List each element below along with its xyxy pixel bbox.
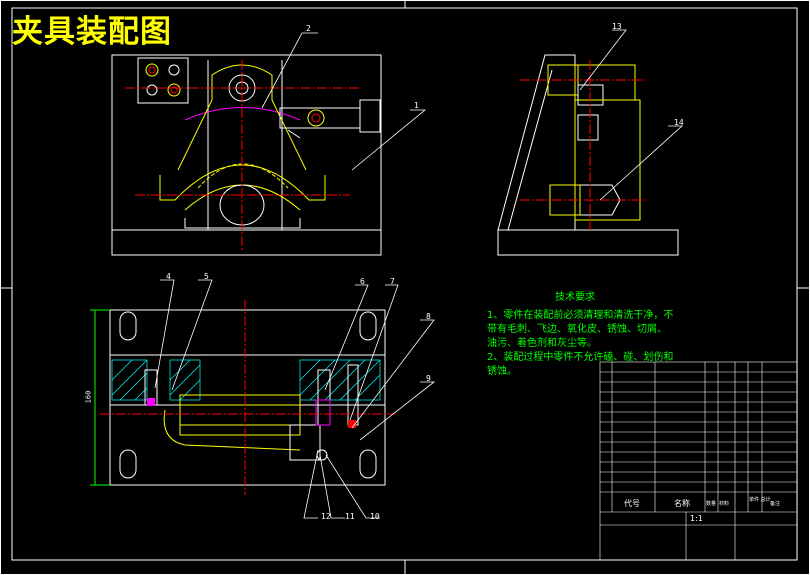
plan-view — [90, 300, 395, 495]
table-header-material: 材料 — [719, 501, 730, 507]
table-header-name: 名称 — [674, 499, 690, 508]
tech-requirement-line: 带有毛刺、飞边、氧化皮、锈蚀、切屑、 — [487, 324, 667, 335]
tech-requirement-line: 2、装配过程中零件不允许磕、碰、划伤和 — [487, 352, 674, 363]
part-label-11: 11 — [345, 512, 355, 521]
part-label-13: 13 — [612, 22, 622, 31]
front-view — [111, 54, 382, 256]
part-label-4: 4 — [166, 272, 171, 281]
part-label-14: 14 — [674, 118, 684, 127]
height-dimension: 160 — [84, 390, 93, 404]
part-label-5: 5 — [204, 272, 209, 281]
tech-requirement-line: 1、零件在装配前必须清理和清洗干净，不 — [487, 310, 674, 321]
part-label-7: 7 — [390, 277, 395, 286]
inner-frame — [11, 7, 798, 561]
side-view — [497, 54, 679, 256]
tech-requirement-line: 油污、着色剂和灰尘等。 — [487, 338, 597, 349]
drawing-title: 夹具装配图 — [12, 14, 172, 50]
part-label-2: 2 — [306, 24, 311, 33]
table-header-remark: 备注 — [770, 501, 781, 507]
table-header-code: 代号 — [624, 499, 640, 508]
part-label-6: 6 — [360, 277, 365, 286]
table-header-qty: 数量 — [706, 501, 717, 507]
part-label-9: 9 — [426, 374, 431, 383]
tech-requirement-line: 锈蚀。 — [487, 366, 517, 377]
leader-lines — [154, 29, 684, 519]
parts-list-table — [599, 361, 798, 561]
part-label-1: 1 — [414, 101, 419, 110]
part-label-12: 12 — [321, 512, 331, 521]
drawing-scale: 1:1 — [690, 514, 703, 523]
part-label-8: 8 — [426, 312, 431, 321]
table-header-weight: 单件 总计 — [749, 497, 771, 503]
part-label-10: 10 — [370, 512, 380, 521]
tech-requirements-heading: 技术要求 — [555, 292, 595, 303]
